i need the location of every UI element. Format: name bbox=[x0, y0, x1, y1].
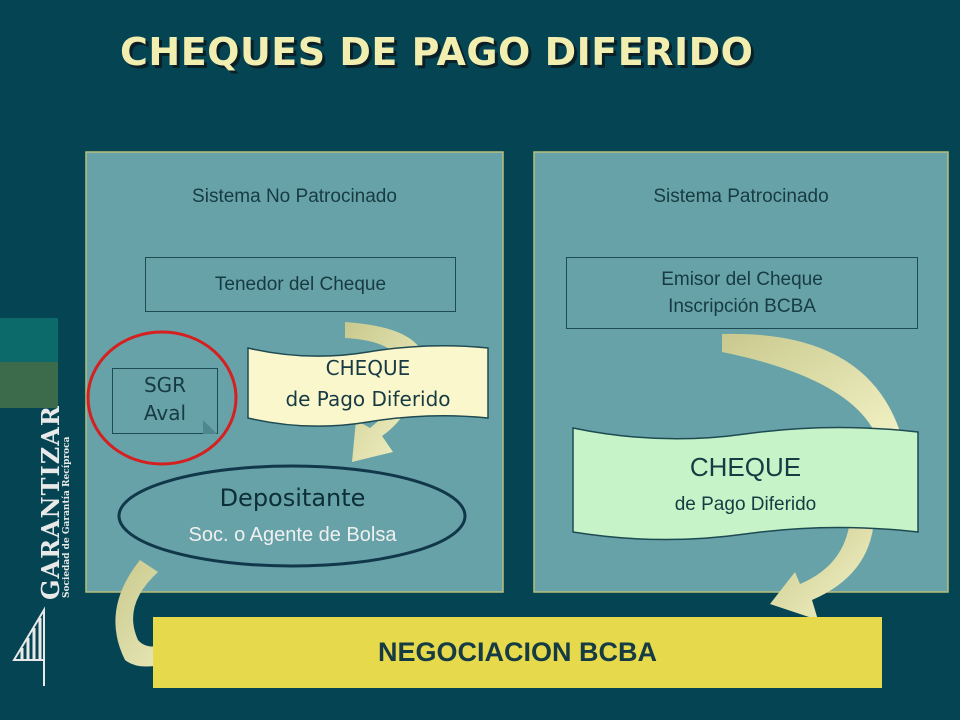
note-folded-corner bbox=[203, 420, 217, 434]
panel-title-patrocinado: Sistema Patrocinado bbox=[653, 186, 829, 207]
arrow-cheque-to-negotiation bbox=[770, 520, 874, 620]
issuer-box: Emisor del Cheque Inscripción BCBA bbox=[566, 257, 918, 329]
issuer-label-line1: Emisor del Cheque bbox=[661, 269, 823, 290]
cheque-document-left bbox=[247, 345, 489, 427]
negotiation-bar: NEGOCIACION BCBA bbox=[153, 617, 882, 688]
issuer-label-line2: Inscripción BCBA bbox=[668, 296, 816, 317]
aval-label: Aval bbox=[143, 401, 187, 425]
panel-title-no-patrocinado: Sistema No Patrocinado bbox=[192, 186, 397, 207]
logo-wordmark: GARANTIZAR bbox=[36, 405, 65, 600]
negotiation-label: NEGOCIACION BCBA bbox=[377, 637, 657, 667]
garantizar-logo-mark bbox=[12, 606, 45, 686]
decor-square-green bbox=[0, 362, 58, 408]
cheque-left-subtitle: de Pago Diferido bbox=[285, 387, 451, 411]
cheque-document-right bbox=[572, 426, 919, 541]
cheque-right-subtitle: de Pago Diferido bbox=[674, 494, 817, 515]
logo-subtitle: Sociedad de Garantía Recíproca bbox=[62, 436, 72, 598]
cheque-right-title: CHEQUE bbox=[689, 452, 802, 482]
holder-label: Tenedor del Cheque bbox=[214, 274, 387, 295]
slide-title: CHEQUES DE PAGO DIFERIDO bbox=[120, 30, 754, 74]
sgr-label: SGR bbox=[143, 373, 187, 397]
holder-box: Tenedor del Cheque bbox=[145, 257, 456, 312]
arrow-issuer-to-cheque bbox=[722, 333, 905, 445]
sgr-aval-note: SGR Aval bbox=[112, 368, 218, 434]
depositor-title: Depositante bbox=[219, 484, 366, 512]
depositor-subtitle: Soc. o Agente de Bolsa bbox=[188, 524, 397, 546]
cheque-left-title: CHEQUE bbox=[325, 356, 411, 380]
depositor-ellipse bbox=[117, 464, 467, 568]
decor-square-teal bbox=[0, 318, 58, 362]
sgr-highlight-circle bbox=[86, 330, 238, 466]
